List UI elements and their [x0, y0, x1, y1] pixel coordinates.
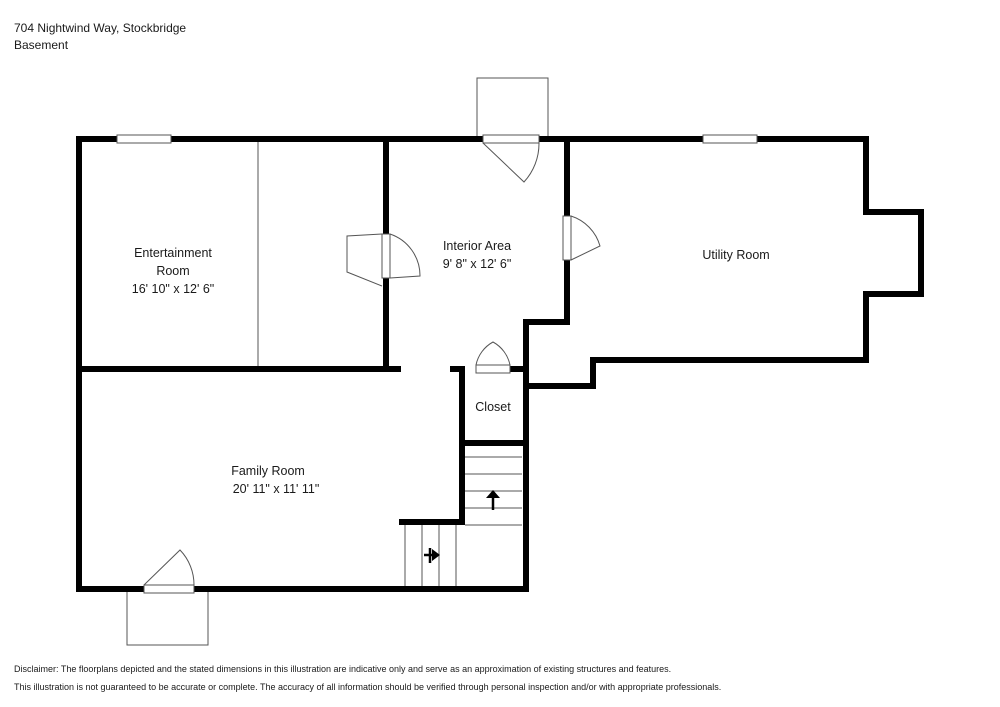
door-utility-swing [570, 215, 601, 261]
family-room-dimensions: 20' 11" x 11' 11" [233, 482, 320, 496]
window-entertainment [116, 134, 172, 144]
door-family-frame [143, 584, 195, 594]
door-top-entry-swing [482, 142, 540, 183]
wall-interior-utility [523, 136, 570, 389]
disclaimer-line-1: Disclaimer: The floorplans depicted and … [14, 664, 672, 674]
stair-arrow-up-icon [486, 490, 500, 510]
exterior-wall [76, 136, 924, 592]
wall-stair-partition [399, 440, 465, 525]
door-family-swing [143, 549, 195, 586]
floor-level-label: Basement [14, 38, 69, 52]
door-entertainment-right-swing [389, 233, 421, 279]
door-entertainment-frame [381, 233, 391, 279]
disclaimer-line-2: This illustration is not guaranteed to b… [14, 682, 722, 692]
closet-name: Closet [475, 400, 511, 414]
wall-closet [450, 366, 529, 446]
door-utility-frame [562, 215, 572, 261]
bottom-landing [126, 589, 209, 646]
entertainment-room-name-line2: Room [156, 264, 189, 278]
door-closet-swing [475, 341, 511, 366]
window-utility [702, 134, 758, 144]
windows [116, 134, 758, 144]
stairs-upper [465, 456, 522, 526]
interior-area-dimensions: 9' 8" x 12' 6" [443, 257, 512, 271]
door-top-entry-frame [482, 134, 540, 144]
entertainment-room-name-line1: Entertainment [134, 246, 212, 260]
stairs-lower [404, 525, 457, 587]
doors [143, 134, 601, 594]
door-closet-frame [475, 364, 511, 374]
interior-area-name: Interior Area [443, 239, 511, 253]
family-room-name: Family Room [231, 464, 305, 478]
utility-room-name: Utility Room [702, 248, 769, 262]
door-entertainment-left-swing [346, 233, 383, 287]
stair-arrow-right-icon [424, 548, 440, 563]
exterior-landings [126, 77, 549, 646]
property-address: 704 Nightwind Way, Stockbridge [14, 21, 187, 35]
entertainment-room-dimensions: 16' 10" x 12' 6" [132, 282, 214, 296]
top-landing [476, 77, 549, 139]
walls [76, 136, 924, 592]
